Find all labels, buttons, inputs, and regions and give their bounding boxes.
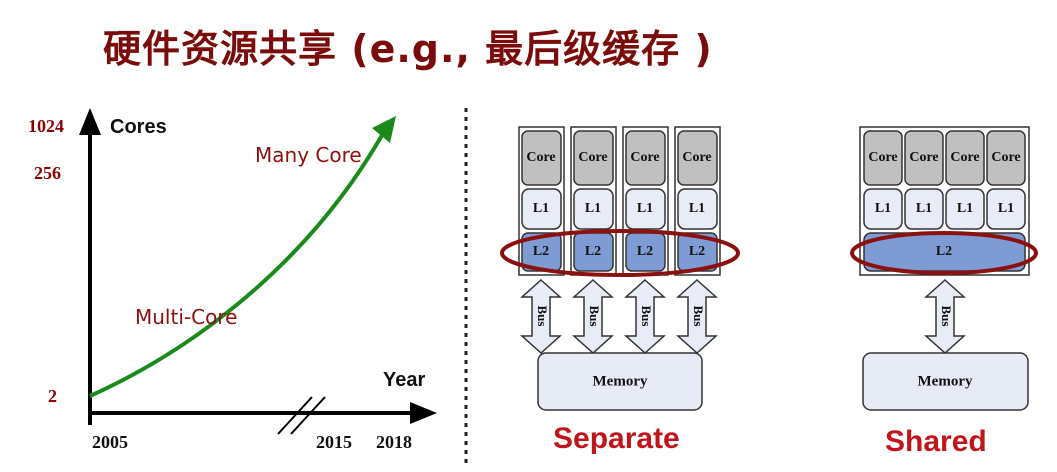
l1-label: L1 — [875, 201, 891, 216]
l1-label: L1 — [637, 201, 653, 216]
axis-break-mark — [290, 396, 326, 435]
l1-cache-block — [625, 188, 666, 230]
shared-caption: Shared — [885, 425, 987, 458]
y-tick-label: 2 — [48, 386, 57, 406]
core-label: Core — [991, 150, 1020, 165]
l1-label: L1 — [689, 201, 705, 216]
x-tick-label: 2005 — [92, 432, 128, 452]
bus-label: Bus — [587, 306, 602, 327]
l1-label: L1 — [998, 201, 1014, 216]
l2-highlight-ellipse — [850, 231, 1038, 275]
l1-cache-block — [677, 188, 718, 230]
core-block — [521, 130, 562, 186]
y-axis-label: Cores — [110, 116, 167, 138]
page-title: 硬件资源共享 (e.g., 最后级缓存 ) — [103, 27, 713, 71]
l2-label: L2 — [689, 244, 705, 259]
memory-block — [537, 352, 703, 411]
growth-curve-arrowhead — [372, 116, 396, 143]
y-axis-arrowhead — [79, 108, 101, 135]
x-tick-label: 2018 — [376, 432, 412, 452]
core-label: Core — [526, 150, 555, 165]
y-tick-label: 256 — [34, 163, 61, 183]
l1-cache-block — [986, 188, 1026, 230]
core-column-frame — [674, 126, 721, 276]
l2-label: L2 — [936, 244, 952, 259]
l2-highlight-ellipse — [500, 229, 740, 277]
core-block — [986, 130, 1026, 186]
bus-label: Bus — [939, 306, 954, 327]
y-tick-label: 1024 — [28, 116, 64, 136]
multi-core-annotation: Multi-Core — [135, 305, 238, 329]
l2-label: L2 — [637, 244, 653, 259]
l1-cache-block — [573, 188, 614, 230]
l1-label: L1 — [916, 201, 932, 216]
core-block — [677, 130, 718, 186]
many-core-annotation: Many Core — [255, 143, 362, 167]
axis-break-mark — [277, 396, 313, 435]
core-block — [863, 130, 903, 186]
core-label: Core — [578, 150, 607, 165]
x-axis-label: Year — [383, 369, 426, 391]
core-label: Core — [950, 150, 979, 165]
memory-label: Memory — [593, 373, 648, 389]
bus-arrow — [520, 278, 562, 355]
memory-label: Memory — [918, 373, 973, 389]
separate-cache-diagram — [500, 126, 740, 411]
bus-label: Bus — [535, 306, 550, 327]
core-label: Core — [630, 150, 659, 165]
l1-cache-block — [904, 188, 944, 230]
shared-frame — [859, 126, 1030, 276]
memory-block — [862, 352, 1029, 411]
l1-label: L1 — [533, 201, 549, 216]
l1-cache-block — [863, 188, 903, 230]
shared-cache-diagram — [850, 126, 1038, 411]
core-label: Core — [909, 150, 938, 165]
bus-label: Bus — [691, 306, 706, 327]
bus-label: Bus — [639, 306, 654, 327]
core-label: Core — [868, 150, 897, 165]
core-block — [625, 130, 666, 186]
x-axis-arrowhead — [410, 402, 437, 424]
core-block — [573, 130, 614, 186]
l1-cache-block — [521, 188, 562, 230]
core-block — [945, 130, 985, 186]
l1-cache-block — [945, 188, 985, 230]
core-block — [904, 130, 944, 186]
growth-curve — [89, 129, 387, 398]
l2-label: L2 — [533, 244, 549, 259]
l2-label: L2 — [585, 244, 601, 259]
separate-caption: Separate — [553, 422, 680, 455]
l1-label: L1 — [585, 201, 601, 216]
l1-label: L1 — [957, 201, 973, 216]
core-label: Core — [682, 150, 711, 165]
x-tick-label: 2015 — [316, 432, 352, 452]
core-column-frame — [518, 126, 565, 276]
